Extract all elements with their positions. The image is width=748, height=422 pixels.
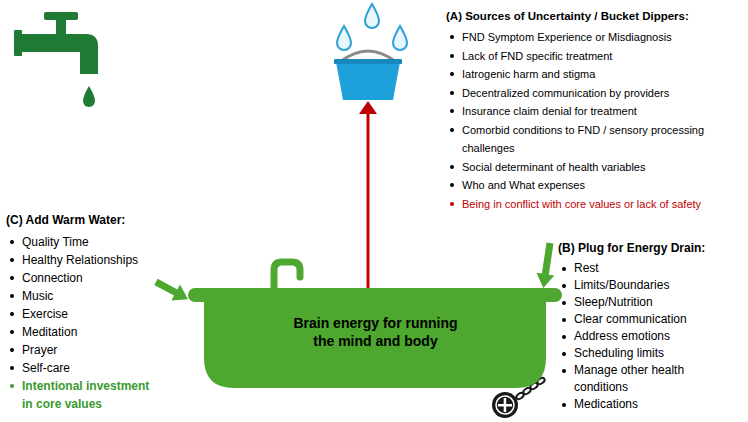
bullet-item: Scheduling limits [558, 345, 735, 362]
plug-disc [492, 392, 518, 418]
bullet-item: Iatrogenic harm and stigma [446, 65, 747, 84]
faucet-pipe [20, 34, 80, 52]
bucket-body [336, 62, 400, 100]
flow-arrow [537, 243, 555, 288]
bullet-item: Who and What expenses [446, 176, 747, 195]
bullet-item: Quality Time [6, 233, 156, 251]
tub-rim [188, 288, 562, 302]
bullet-item: Healthy Relationships [6, 251, 156, 269]
bullet-item: Meditation [6, 323, 156, 341]
bullet-item: Manage other health conditions [558, 362, 735, 396]
section-heading: (A) Sources of Uncertainty / Bucket Dipp… [446, 4, 747, 28]
bullet-item: Insurance claim denial for treatment [446, 102, 747, 121]
text-list-group: (A) Sources of Uncertainty / Bucket Dipp… [446, 4, 747, 213]
bullet-item: FND Symptom Experience or Misdiagnosis [446, 28, 747, 47]
text-list-group: (C) Add Warm Water:Quality TimeHealthy R… [6, 208, 156, 413]
bullet-item: Sleep/Nutrition [558, 294, 735, 311]
bullet-item: Decentralized communication by providers [446, 84, 747, 103]
red-arrow-head [359, 101, 377, 114]
water-drop [365, 4, 379, 28]
water-drop [83, 86, 95, 107]
bullet-item: Limits/Boundaries [558, 277, 735, 294]
plug-slot [504, 398, 507, 412]
text-list-group: (B) Plug for Energy Drain:RestLimits/Bou… [550, 236, 735, 413]
bullet-item: Rest [558, 260, 735, 277]
bullet-item: Address emotions [558, 328, 735, 345]
bathtub-shape: Brain energy for running the mind and bo… [188, 288, 562, 400]
bullet-item: Being in conflict with core values or la… [446, 195, 747, 214]
tub-basin [204, 302, 546, 388]
bullet-item: Lack of FND specific treatment [446, 47, 747, 66]
water-drops [337, 4, 407, 50]
bullet-item: Music [6, 287, 156, 305]
water-drop [337, 26, 351, 50]
red-arrow-shaft [367, 110, 370, 288]
water-drop [393, 26, 407, 50]
plug-ring [496, 396, 514, 414]
bullet-item: Medications [558, 396, 735, 413]
bucket-rim [334, 59, 402, 64]
faucet-stem [56, 18, 66, 36]
section-heading: (C) Add Warm Water: [6, 208, 156, 233]
tub-label: Brain energy for running the mind and bo… [288, 314, 463, 350]
section-heading: (B) Plug for Energy Drain: [558, 236, 735, 260]
bullet-item: Exercise [6, 305, 156, 323]
bullet-item: Self-care [6, 359, 156, 377]
bullet-item: Comorbid conditions to FND / sensory pro… [446, 121, 747, 158]
bullet-item: Intentional investment in core values [6, 377, 156, 413]
bullet-item: Prayer [6, 341, 156, 359]
bullet-item: Connection [6, 269, 156, 287]
bullet-item: Social determinant of health variables [446, 158, 747, 177]
bullet-item: Clear communication [558, 311, 735, 328]
tub-faucet [274, 262, 300, 290]
flow-arrow [154, 279, 188, 301]
faucet-spout [76, 34, 98, 74]
faucet-icon [14, 12, 98, 107]
